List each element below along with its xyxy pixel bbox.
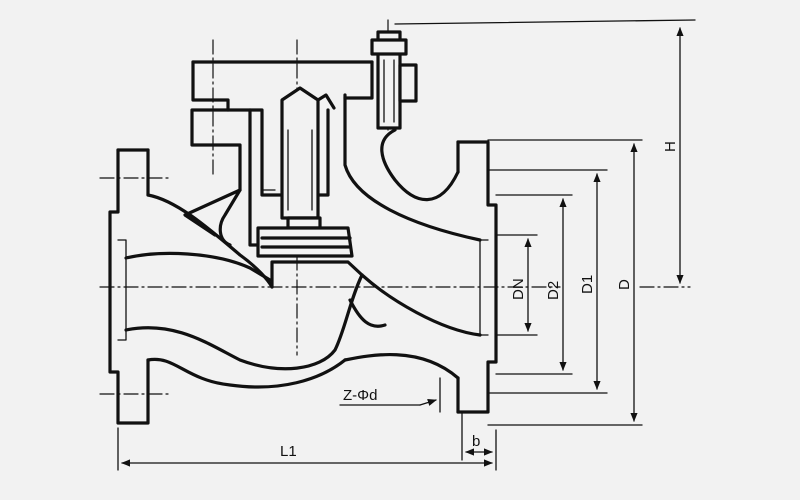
label-b: b bbox=[472, 433, 480, 450]
seat-divider bbox=[270, 260, 364, 289]
valve-disc bbox=[256, 226, 354, 258]
yoke-left-arm bbox=[190, 60, 242, 247]
label-D1: D1 bbox=[579, 275, 596, 294]
label-D2: D2 bbox=[545, 281, 562, 300]
left-flange-face bbox=[117, 239, 127, 341]
label-Z-phi-d: Z-Φd bbox=[343, 387, 377, 404]
yoke-inner-left bbox=[226, 108, 284, 197]
dimension-lines bbox=[117, 19, 696, 471]
body-lower-right-contour bbox=[343, 353, 460, 380]
body-rib bbox=[183, 188, 242, 237]
body-lower-left-contour bbox=[146, 357, 347, 389]
body-upper-right-contour bbox=[380, 128, 460, 202]
stem-assembly bbox=[256, 86, 354, 258]
stem bbox=[280, 86, 320, 220]
right-flange-face bbox=[479, 239, 489, 336]
bonnet-right-neck bbox=[343, 93, 482, 242]
label-DN: DN bbox=[510, 278, 527, 300]
label-L1: L1 bbox=[280, 443, 297, 460]
dimension-labels: L1 b Z-Φd DN D2 D1 D H bbox=[280, 141, 679, 460]
label-H: H bbox=[662, 141, 679, 152]
handle-bolt bbox=[370, 30, 418, 130]
flow-passage-right bbox=[360, 273, 482, 337]
stem-nut bbox=[316, 93, 336, 110]
body-upper-left-contour bbox=[146, 193, 274, 289]
right-flange-outline bbox=[456, 140, 498, 414]
label-D: D bbox=[616, 279, 633, 290]
flow-passage-top bbox=[124, 251, 272, 282]
dim-Zphid-leader bbox=[419, 398, 437, 406]
flow-passage-lower bbox=[124, 273, 364, 371]
valve-body bbox=[108, 93, 498, 425]
left-flange-outline bbox=[108, 148, 150, 425]
